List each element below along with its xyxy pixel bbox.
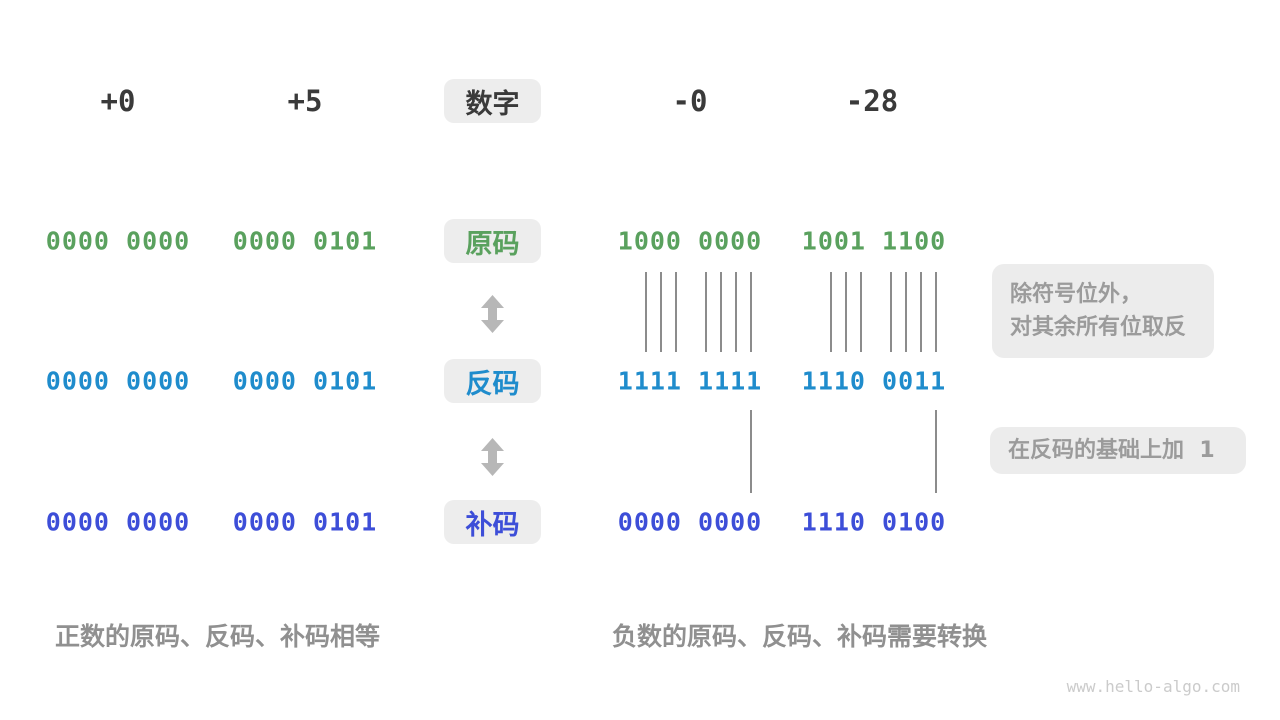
flip-bits-note-line1: 除符号位外， xyxy=(1010,282,1143,307)
flip-bits-note-line2: 对其余所有位取反 xyxy=(1010,315,1187,340)
sign-magnitude-value-plus5: 0000 0101 xyxy=(232,226,378,256)
add-one-note-text: 在反码的基础上加 1 xyxy=(1008,438,1215,463)
bit-flip-line xyxy=(860,272,862,352)
ones-complement-value-plus5: 0000 0101 xyxy=(232,366,378,396)
twos-complement-value-plus0: 0000 0000 xyxy=(45,507,191,537)
column-header-minus-0: -0 xyxy=(672,84,708,118)
bit-flip-line xyxy=(735,272,737,352)
ones-complement-value-plus0: 0000 0000 xyxy=(45,366,191,396)
row-label-sign-magnitude: 原码 xyxy=(444,219,541,263)
caption-negative-numbers: 负数的原码、反码、补码需要转换 xyxy=(612,622,988,651)
row-label-number: 数字 xyxy=(444,79,541,123)
bit-flip-line xyxy=(660,272,662,352)
row-label-ones-complement: 反码 xyxy=(444,359,541,403)
bit-flip-line xyxy=(905,272,907,352)
add-one-note: 在反码的基础上加 1 xyxy=(990,427,1246,474)
twos-complement-value-minus0: 0000 0000 xyxy=(617,507,763,537)
add-one-line xyxy=(935,410,937,493)
bit-flip-line xyxy=(675,272,677,352)
up-down-arrow-icon xyxy=(481,438,504,476)
sign-magnitude-value-minus28: 1001 1100 xyxy=(801,226,947,256)
row-label-twos-complement: 补码 xyxy=(444,500,541,544)
sign-magnitude-value-minus0: 1000 0000 xyxy=(617,226,763,256)
column-header-minus-28: -28 xyxy=(845,84,899,118)
column-header-plus-0: +0 xyxy=(100,84,136,118)
bit-flip-line xyxy=(750,272,752,352)
caption-positive-numbers: 正数的原码、反码、补码相等 xyxy=(55,622,381,651)
bit-flip-line xyxy=(845,272,847,352)
bit-flip-line xyxy=(890,272,892,352)
bit-flip-line xyxy=(645,272,647,352)
twos-complement-value-minus28: 1110 0100 xyxy=(801,507,947,537)
add-one-line xyxy=(750,410,752,493)
up-down-arrow-icon xyxy=(481,295,504,333)
flip-bits-note: 除符号位外， 对其余所有位取反 xyxy=(992,264,1214,358)
bit-flip-line xyxy=(830,272,832,352)
twos-complement-value-plus5: 0000 0101 xyxy=(232,507,378,537)
ones-complement-value-minus28: 1110 0011 xyxy=(801,366,947,396)
sign-magnitude-value-plus0: 0000 0000 xyxy=(45,226,191,256)
bit-flip-line xyxy=(920,272,922,352)
ones-complement-value-minus0: 1111 1111 xyxy=(617,366,763,396)
bit-flip-line xyxy=(705,272,707,352)
bit-flip-line xyxy=(935,272,937,352)
bit-flip-line xyxy=(720,272,722,352)
site-watermark: www.hello-algo.com xyxy=(1066,677,1240,696)
column-header-plus-5: +5 xyxy=(287,84,323,118)
